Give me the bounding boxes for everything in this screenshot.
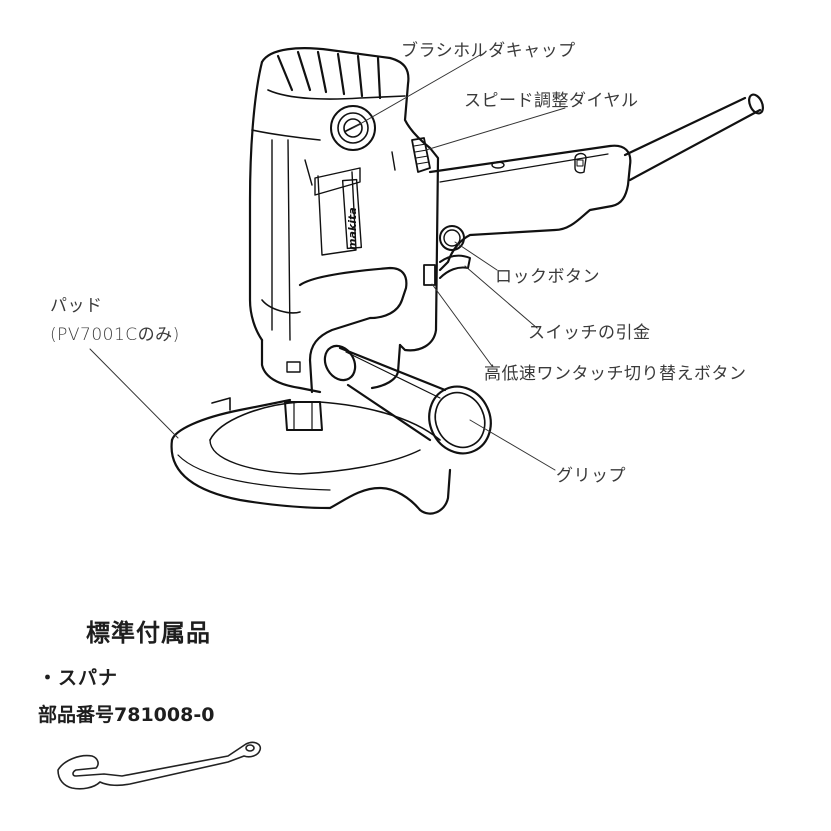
speed-dial <box>411 137 431 173</box>
label-pad-note: (PV7001Cのみ) <box>50 325 180 345</box>
gear-housing <box>261 266 408 394</box>
accessories-heading: 標準付属品 <box>86 619 211 647</box>
label-speed-toggle-button: 高低速ワンタッチ切り替えボタン <box>484 364 747 384</box>
label-lock-button: ロックボタン <box>495 267 600 287</box>
label-speed-dial: スピード調整ダイヤル <box>464 91 639 111</box>
rear-handle <box>428 93 764 272</box>
leader-lines <box>89 54 566 471</box>
svg-text:makita: makita <box>346 207 359 250</box>
spindle-nut <box>284 401 323 431</box>
pad <box>170 397 452 515</box>
lock-button <box>439 225 465 251</box>
label-grip: グリップ <box>556 466 626 486</box>
switch-trigger <box>423 254 471 286</box>
label-pad: パッド <box>50 296 103 316</box>
label-switch-trigger: スイッチの引金 <box>528 323 651 343</box>
accessory-part-number: 部品番号781008-0 <box>38 704 215 726</box>
label-brush-holder-cap: ブラシホルダキャップ <box>401 41 576 61</box>
wrench-icon <box>57 741 262 790</box>
brand-plate: makita <box>341 178 363 250</box>
side-grip <box>323 344 492 455</box>
polisher-drawing: makita <box>89 47 764 515</box>
accessory-item-name: ・スパナ <box>38 667 119 689</box>
motor-housing <box>248 47 440 394</box>
